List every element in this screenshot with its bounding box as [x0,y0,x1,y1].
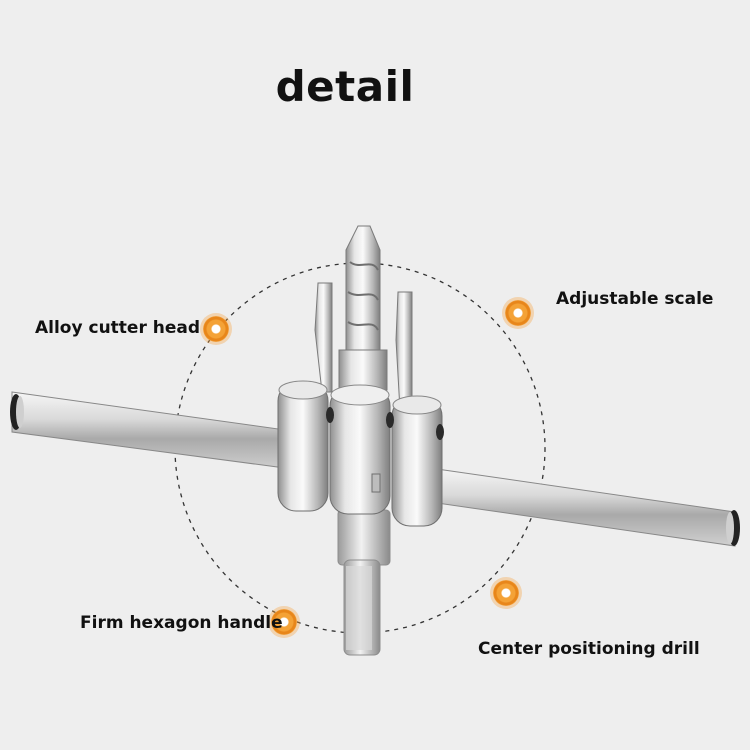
label-center-positioning-drill: Center positioning drill [478,639,700,659]
orange-marker-icon [271,609,297,635]
orange-marker-icon [203,316,229,342]
orange-marker-icon [505,300,531,326]
drill-shank [337,509,391,656]
center-drill-bit [338,225,388,391]
label-firm-hexagon-handle: Firm hexagon handle [80,613,283,633]
cutter-holder-blocks [277,380,444,527]
label-adjustable-scale: Adjustable scale [556,289,714,309]
label-alloy-cutter-head: Alloy cutter head [35,318,201,338]
page-title: detail [275,62,415,111]
orange-marker-icon [493,580,519,606]
